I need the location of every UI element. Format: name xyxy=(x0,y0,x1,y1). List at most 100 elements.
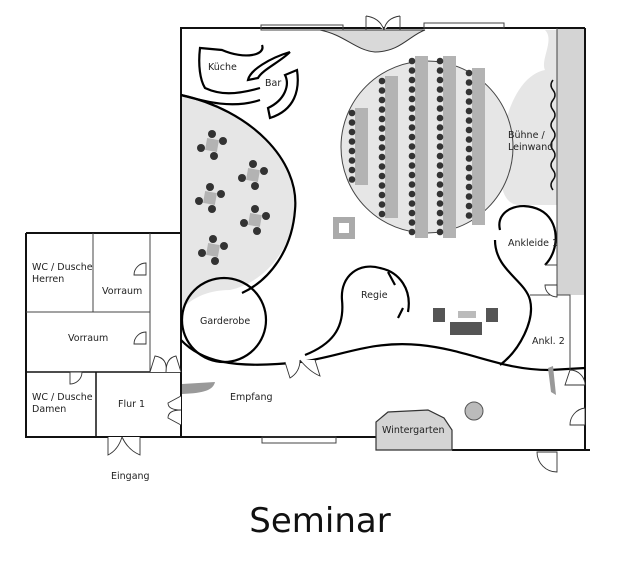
chair xyxy=(436,95,444,103)
chair xyxy=(465,126,473,134)
chair xyxy=(378,201,386,208)
label-herren: Herren xyxy=(32,274,64,285)
chair xyxy=(197,144,205,152)
label-bar: Bar xyxy=(265,78,281,89)
chair xyxy=(251,182,259,190)
chair xyxy=(465,155,473,162)
chair xyxy=(465,88,473,96)
chair xyxy=(209,235,217,243)
chair xyxy=(465,107,473,115)
chair xyxy=(378,96,386,104)
chair xyxy=(378,115,386,123)
chair xyxy=(465,183,473,191)
chair xyxy=(465,117,473,124)
chair xyxy=(465,202,473,210)
chair xyxy=(378,153,386,161)
chair xyxy=(465,145,473,153)
chair xyxy=(408,105,416,112)
lounge-furniture xyxy=(433,308,498,335)
main-hall-curve xyxy=(180,339,586,372)
chair xyxy=(262,212,270,220)
table-rows xyxy=(348,56,485,238)
chair xyxy=(436,181,444,188)
chair xyxy=(465,193,473,200)
chair xyxy=(348,119,356,126)
chair xyxy=(465,136,473,143)
chair xyxy=(378,144,386,151)
chair xyxy=(465,69,473,77)
chair xyxy=(378,182,386,189)
chair xyxy=(465,164,473,172)
chair xyxy=(208,130,216,138)
chair xyxy=(217,190,225,198)
chair xyxy=(348,166,356,174)
chair xyxy=(408,228,416,236)
label-eingang: Eingang xyxy=(111,471,150,482)
chair xyxy=(198,249,206,257)
cafe-tables xyxy=(195,130,270,265)
label-garderobe: Garderobe xyxy=(200,316,250,327)
chair xyxy=(436,86,444,93)
chair xyxy=(436,105,444,112)
chair xyxy=(436,114,444,122)
chair xyxy=(378,163,386,170)
chair xyxy=(408,124,416,131)
chair xyxy=(408,143,416,150)
chair xyxy=(465,98,473,105)
chair xyxy=(348,138,356,145)
chair xyxy=(348,176,356,183)
regie-wall xyxy=(304,265,410,357)
chair xyxy=(436,143,444,150)
label-flur-1: Flur 1 xyxy=(118,399,145,410)
label-regie: Regie xyxy=(361,290,388,301)
chair xyxy=(408,86,416,93)
seminar-table xyxy=(415,56,428,238)
chair xyxy=(436,67,444,74)
bar-counter xyxy=(246,50,299,120)
chair xyxy=(195,197,203,205)
chair xyxy=(408,76,416,84)
chair xyxy=(436,219,444,226)
chair xyxy=(436,57,444,65)
chair xyxy=(378,87,386,94)
label-leinwand: Leinwand xyxy=(508,142,553,153)
chair xyxy=(408,190,416,198)
chair xyxy=(408,57,416,65)
chair xyxy=(206,183,214,191)
stage-curtain xyxy=(550,79,556,191)
stage-area xyxy=(557,28,585,295)
chair xyxy=(408,219,416,226)
chair xyxy=(348,147,356,155)
label-buehne: Bühne / xyxy=(508,130,545,141)
label-vorraum-top: Vorraum xyxy=(102,286,142,297)
label-ankl-2: Ankl. 2 xyxy=(532,336,565,347)
label-damen: Damen xyxy=(32,404,66,415)
chair xyxy=(348,109,356,117)
chair xyxy=(408,171,416,179)
chair xyxy=(436,171,444,179)
chair xyxy=(408,200,416,207)
top-entrance-area xyxy=(319,29,426,53)
chair xyxy=(436,190,444,198)
cafe-table xyxy=(248,213,262,227)
chair xyxy=(436,124,444,131)
seminar-table xyxy=(472,68,485,225)
round-table xyxy=(464,401,484,421)
chair xyxy=(220,242,228,250)
chair xyxy=(408,95,416,103)
chair xyxy=(436,76,444,84)
chair xyxy=(436,162,444,169)
chair xyxy=(408,67,416,74)
chair xyxy=(408,152,416,160)
chair xyxy=(465,212,473,219)
chair xyxy=(348,128,356,136)
chair xyxy=(260,167,268,175)
label-wc-herren: WC / Dusche xyxy=(32,262,93,273)
seminar-table xyxy=(385,76,398,218)
seminar-table xyxy=(355,108,368,185)
chair xyxy=(210,152,218,160)
chair xyxy=(240,219,248,227)
label-kueche: Küche xyxy=(208,62,237,73)
chair xyxy=(378,210,386,218)
